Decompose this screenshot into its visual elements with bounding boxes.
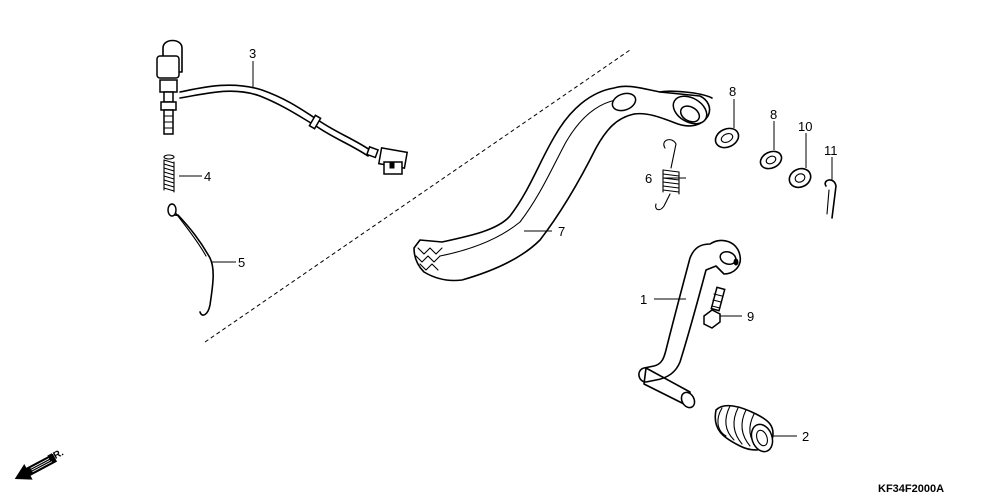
washer-part-10[interactable] — [786, 165, 814, 191]
shift-pedal-part[interactable] — [638, 239, 742, 410]
callout-5: 5 — [238, 255, 245, 270]
return-spring-part[interactable] — [655, 139, 680, 211]
washer-part-b[interactable] — [758, 148, 785, 172]
front-direction-arrow-icon — [14, 453, 58, 480]
pedal-rubber-part[interactable] — [714, 404, 776, 455]
front-direction-label: FR. — [46, 447, 66, 464]
callout-10: 10 — [798, 119, 812, 134]
separator-line — [204, 49, 631, 343]
brake-pedal-part[interactable] — [413, 85, 713, 282]
callout-8b: 8 — [770, 107, 777, 122]
callout-8a: 8 — [729, 84, 736, 99]
callout-9: 9 — [747, 309, 754, 324]
stop-switch-part[interactable] — [156, 39, 409, 175]
callout-2: 2 — [802, 429, 809, 444]
callout-6: 6 — [645, 171, 652, 186]
callout-1: 1 — [640, 292, 647, 307]
drawing-code: KF34F2000A — [878, 483, 944, 495]
callout-3: 3 — [249, 46, 256, 61]
switch-spring-part[interactable] — [163, 154, 175, 193]
spring-rod-part[interactable] — [167, 203, 214, 316]
callout-4: 4 — [204, 169, 211, 184]
bolt-part[interactable] — [703, 286, 726, 329]
callout-7: 7 — [558, 224, 565, 239]
callout-11: 11 — [824, 143, 838, 158]
washer-part-a[interactable] — [712, 125, 741, 151]
cotter-pin-part[interactable] — [824, 179, 837, 219]
